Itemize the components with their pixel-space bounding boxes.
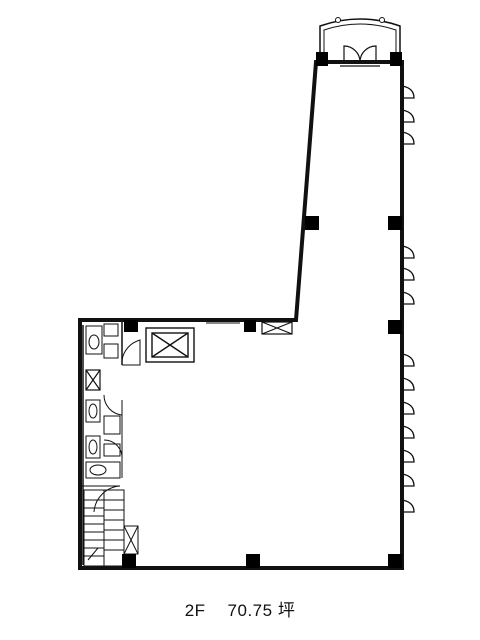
elevator-shaft-icon	[145, 327, 195, 363]
area-unit: 坪	[277, 601, 296, 620]
core-inner-wall	[82, 320, 123, 565]
utility-shaft-icon	[85, 369, 101, 391]
structural-column-icon	[122, 52, 402, 568]
top-balcony	[319, 18, 401, 62]
washroom-fixtures	[85, 399, 123, 479]
outer-wall	[78, 60, 404, 570]
balcony-light-icon	[379, 17, 385, 23]
floor-area-caption: 2F 70.75 坪	[0, 596, 480, 621]
staircase-icon	[83, 489, 125, 567]
stair-landing-shaft-icon	[123, 525, 139, 555]
duct-shaft-icon	[261, 321, 293, 335]
toilet-fixture-icon	[85, 323, 141, 366]
balcony-light-icon	[335, 17, 341, 23]
floor-label: 2F	[184, 601, 206, 620]
area-value: 70.75	[227, 601, 273, 620]
top-balcony-inner	[323, 23, 397, 62]
entrance-door-icon	[340, 45, 380, 67]
bay-window-icon	[401, 85, 415, 513]
